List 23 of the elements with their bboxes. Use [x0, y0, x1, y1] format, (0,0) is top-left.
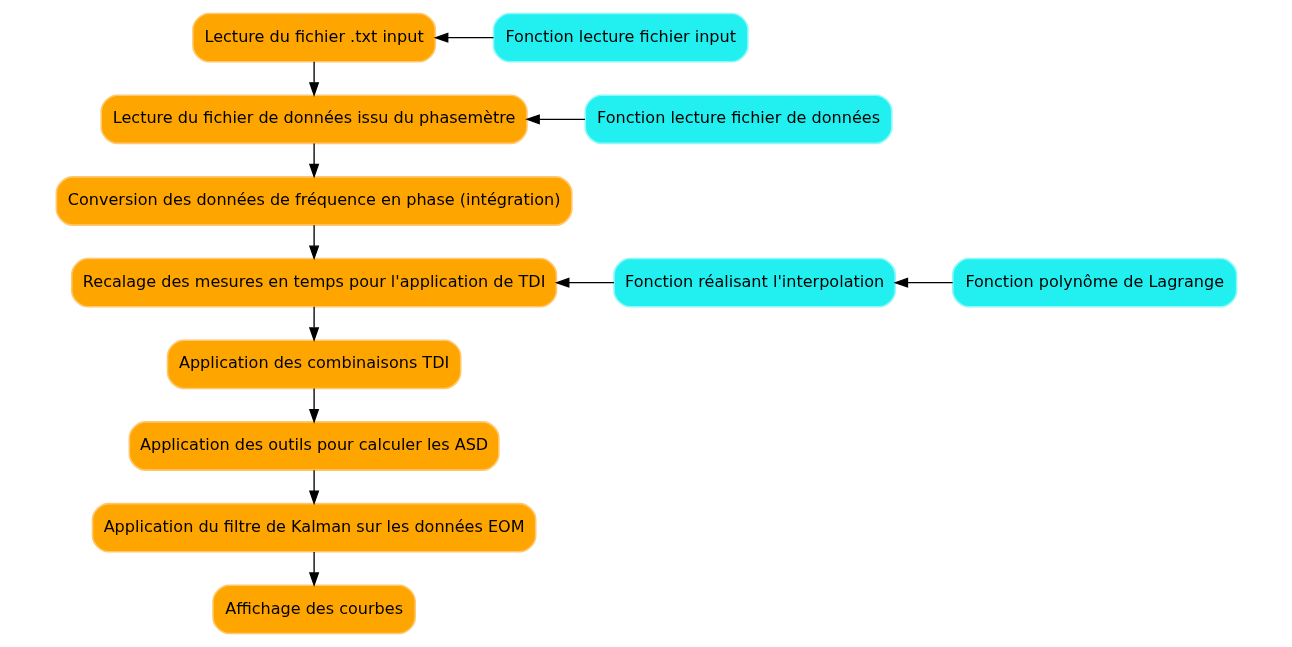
node-box: Conversion des données de fréquence en phase (intégration)	[55, 176, 573, 226]
arrow	[308, 224, 319, 261]
node-box: Lecture du fichier .txt input	[191, 12, 436, 63]
node-box: Fonction réalisant l'interpolation	[612, 257, 896, 308]
arrow	[308, 551, 319, 587]
node-box: Lecture du fichier de données issu du phasemètre	[99, 94, 528, 145]
node-box: Recalage des mesures en temps pour l'application de TDI	[70, 257, 557, 308]
node-box: Affichage des courbes	[211, 584, 416, 635]
arrow	[308, 469, 319, 506]
arrow	[433, 32, 494, 43]
node-box: Application des combinaisons TDI	[166, 339, 462, 390]
node-box: Application du filtre de Kalman sur les données EOM	[91, 502, 536, 553]
node-box: Fonction lecture fichier input	[492, 12, 749, 63]
arrow	[308, 306, 319, 342]
arrow	[892, 277, 953, 288]
arrow	[308, 142, 319, 179]
arrow	[308, 387, 319, 424]
node-box: Fonction lecture fichier de données	[583, 94, 893, 145]
arrow	[308, 61, 319, 97]
node-box: Fonction polynôme de Lagrange	[951, 257, 1237, 308]
arrow	[554, 277, 615, 288]
arrow	[524, 114, 586, 125]
node-box: Application des outils pour calculer les ASD	[128, 421, 500, 471]
